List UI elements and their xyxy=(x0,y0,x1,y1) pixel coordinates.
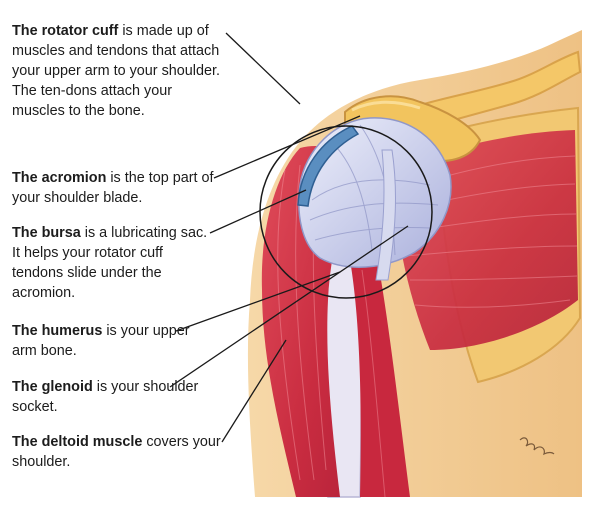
desc-bursa: is a lubricating sac. It helps your rota… xyxy=(12,225,208,301)
leader-bursa xyxy=(209,189,307,234)
desc-acromion: is the top part of your shoulder blade. xyxy=(12,170,214,206)
desc-humerus: is your upper arm bone. xyxy=(12,323,190,359)
leader-lines xyxy=(169,32,409,443)
biceps-tendon xyxy=(375,149,396,281)
label-bursa: The bursa is a lubricating sac. It helps… xyxy=(12,223,217,303)
leader-deltoid xyxy=(221,339,287,443)
term-glenoid: The glenoid xyxy=(12,379,93,395)
signature-icon xyxy=(519,437,555,456)
biceps-muscle xyxy=(350,260,410,497)
leader-acromion xyxy=(213,115,361,179)
label-humerus: The humerus is your upper arm bone. xyxy=(12,321,212,361)
leader-humerus xyxy=(175,271,341,332)
leader-glenoid xyxy=(169,225,409,388)
rotator-cuff-tendons xyxy=(298,117,452,268)
term-bursa: The bursa xyxy=(12,225,81,241)
term-humerus: The humerus xyxy=(12,323,103,339)
label-rotator-cuff: The rotator cuff is made up of muscles a… xyxy=(12,21,227,121)
leader-rotator-cuff xyxy=(225,32,301,105)
detail-circle xyxy=(259,125,433,299)
desc-rotator-cuff: is made up of muscles and tendons that a… xyxy=(12,23,220,119)
label-acromion: The acromion is the top part of your sho… xyxy=(12,168,227,208)
bursa-sac xyxy=(297,125,360,207)
desc-deltoid: covers your shoulder. xyxy=(12,434,221,470)
term-acromion: The acromion xyxy=(12,170,107,186)
label-glenoid: The glenoid is your shoulder socket. xyxy=(12,377,212,417)
term-deltoid: The deltoid muscle xyxy=(12,434,143,450)
term-rotator-cuff: The rotator cuff xyxy=(12,23,119,39)
desc-glenoid: is your shoulder socket. xyxy=(12,379,199,415)
label-deltoid: The deltoid muscle covers your shoulder. xyxy=(12,432,227,472)
